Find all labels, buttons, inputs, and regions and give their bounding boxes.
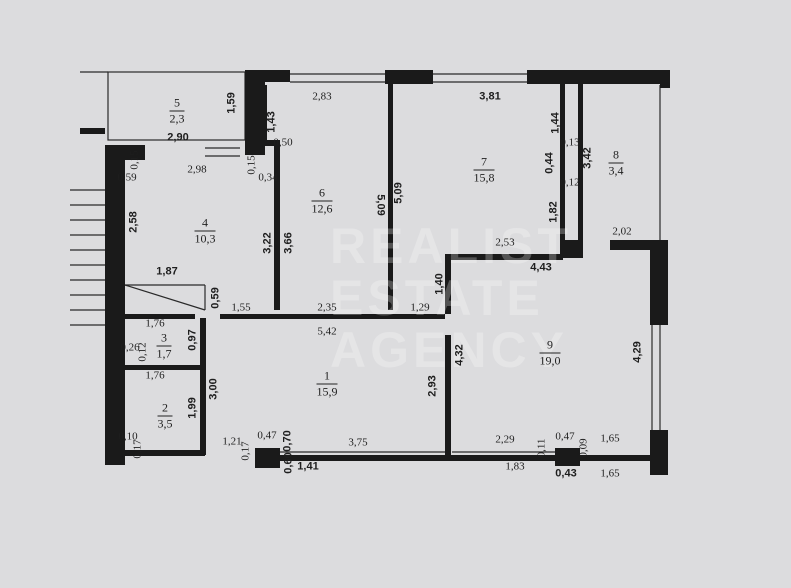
dimension-label: 0,34 bbox=[258, 171, 278, 184]
dimension-label: 4,29 bbox=[631, 341, 644, 363]
dimension-label: 0,15 bbox=[245, 155, 258, 175]
dimension-label: 1,41 bbox=[297, 460, 319, 473]
dimension-label: 3,66 bbox=[282, 232, 295, 254]
dimension-label: 0,10 bbox=[118, 430, 138, 443]
dimension-label: 0,09 bbox=[577, 438, 590, 458]
dimension-label: 0,60 bbox=[282, 452, 295, 474]
dimension-label: 1,99 bbox=[186, 397, 199, 419]
dimension-label: 1,82 bbox=[547, 201, 560, 223]
dimension-label: 2,58 bbox=[127, 211, 140, 233]
dimension-label: 0,11 bbox=[535, 438, 548, 458]
dimension-label: 4,32 bbox=[453, 344, 466, 366]
dimension-label: 1,65 bbox=[600, 467, 620, 480]
stair-lines bbox=[70, 189, 105, 326]
dimension-label: 0,15 bbox=[128, 150, 141, 170]
dimension-label: 1,76 bbox=[145, 317, 165, 330]
dimension-label: 5,09 bbox=[392, 182, 405, 204]
thin-lines bbox=[70, 71, 661, 459]
dimension-label: 0,47 bbox=[555, 430, 575, 443]
dimension-label: 0,47 bbox=[257, 429, 277, 442]
dimension-label: 1,59 bbox=[225, 92, 238, 114]
watermark-line: ESTATE bbox=[330, 270, 544, 326]
dimension-label: 0,26 bbox=[120, 341, 140, 354]
dimension-label: 0,12 bbox=[136, 342, 149, 362]
watermark-line: AGENCY bbox=[330, 322, 568, 378]
dimension-label: 3,00 bbox=[207, 378, 220, 400]
dimension-label: 1,44 bbox=[549, 112, 562, 134]
dimension-label: 0,59 bbox=[209, 287, 222, 309]
dimension-label: 0,70 bbox=[281, 430, 294, 452]
dimension-label: 1,76 bbox=[145, 369, 165, 382]
dimension-label: 3,75 bbox=[348, 436, 368, 449]
dimension-label: 1,83 bbox=[505, 460, 525, 473]
dimension-label: 0,17 bbox=[131, 439, 144, 459]
dimension-label: 1,29 bbox=[410, 301, 430, 314]
dimension-label: 1,43 bbox=[265, 111, 278, 133]
dimension-label: 0,13 bbox=[560, 136, 580, 149]
dimension-label: 1,65 bbox=[600, 432, 620, 445]
dimension-label: 2,35 bbox=[317, 301, 337, 314]
dimension-label: 1,87 bbox=[156, 265, 178, 278]
dimension-label: 0,17 bbox=[239, 441, 252, 461]
dimension-label: 0,44 bbox=[543, 152, 556, 174]
dimension-label: 2,93 bbox=[426, 375, 439, 397]
dimension-label: 1,21 bbox=[222, 435, 242, 448]
dimension-label: 2,90 bbox=[167, 131, 189, 144]
dimension-label: 2,53 bbox=[495, 236, 515, 249]
dimension-label: 0,12 bbox=[560, 176, 580, 189]
dimension-label: 3,81 bbox=[479, 90, 501, 103]
dimension-label: 0,43 bbox=[555, 467, 577, 480]
dimension-label: 0,59 bbox=[117, 171, 137, 184]
dimension-label: 1,40 bbox=[433, 273, 446, 295]
dimension-label: 5,42 bbox=[317, 325, 337, 338]
dimension-label: 4,43 bbox=[530, 261, 552, 274]
dimension-label: 0,97 bbox=[186, 329, 199, 351]
dimension-label: 2,02 bbox=[612, 225, 632, 238]
watermark: REALIST ESTATE AGENCY bbox=[330, 220, 572, 376]
dimension-label: 2,29 bbox=[495, 433, 515, 446]
dimension-label: 3,22 bbox=[261, 232, 274, 254]
dimension-label: 5,09 bbox=[374, 194, 387, 216]
watermark-line: REALIST bbox=[330, 218, 572, 274]
dimension-label: 0,50 bbox=[273, 136, 293, 149]
dimension-label: 2,83 bbox=[312, 90, 332, 103]
dimension-label: 1,55 bbox=[231, 301, 251, 314]
walls bbox=[80, 70, 670, 475]
dimension-label: 2,98 bbox=[187, 163, 207, 176]
dimension-label: 3,42 bbox=[581, 147, 594, 169]
